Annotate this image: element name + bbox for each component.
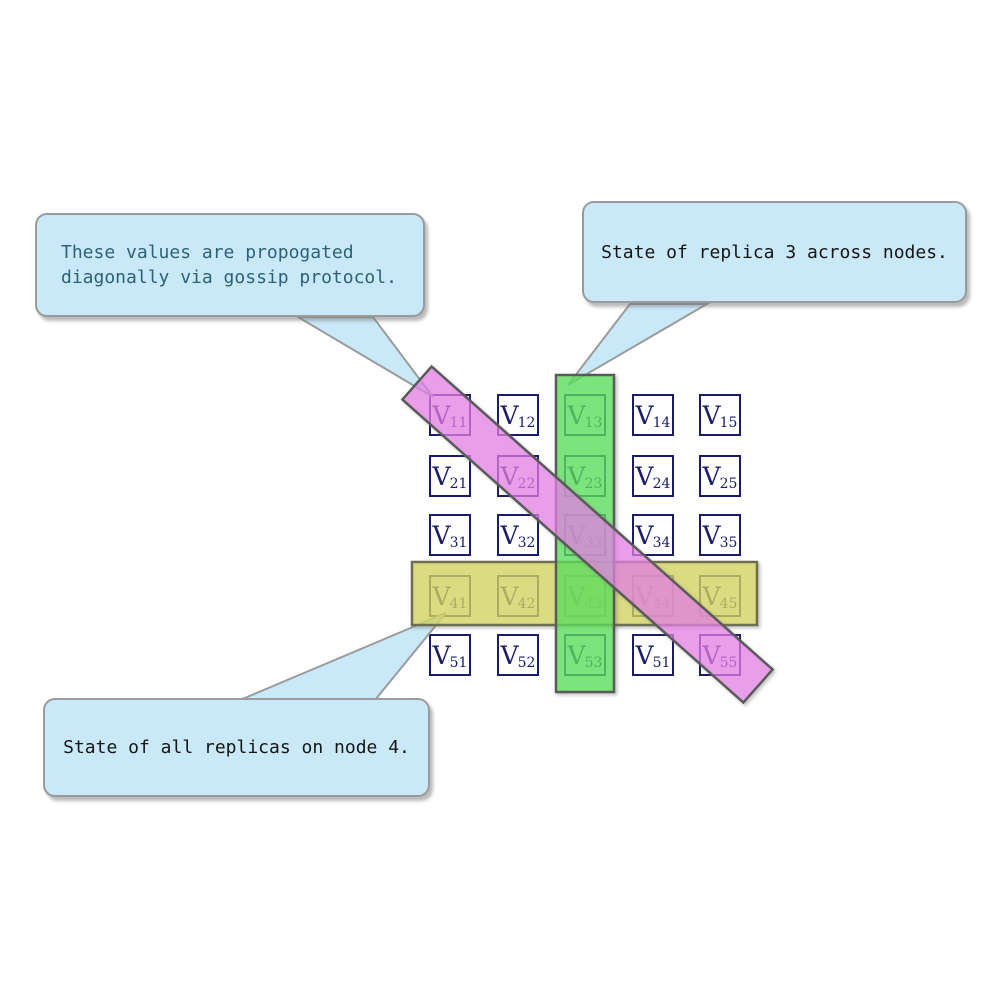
cell-symbol: V <box>432 400 451 430</box>
cell-subscript: 42 <box>517 596 536 612</box>
cell-subscript: 25 <box>719 476 738 492</box>
cell-symbol: V <box>567 640 586 670</box>
cell-subscript: 31 <box>449 535 468 551</box>
cell-subscript: 14 <box>652 415 671 431</box>
cell-symbol: V <box>567 461 586 491</box>
callout-node4-text: State of all replicas on node 4. <box>63 737 410 758</box>
cell-symbol: V <box>500 400 519 430</box>
cell-symbol: V <box>702 640 721 670</box>
callout-replica3: State of replica 3 across nodes. <box>582 201 967 303</box>
cell-subscript: 52 <box>517 655 536 671</box>
cell-symbol: V <box>500 640 519 670</box>
cell-subscript: 43 <box>584 596 603 612</box>
cell-symbol: V <box>635 400 654 430</box>
callout-gossip-text-line-2: diagonally via gossip protocol. <box>61 267 397 288</box>
cell-subscript: 45 <box>719 596 738 612</box>
cell-subscript: 15 <box>719 415 738 431</box>
cell-subscript: 23 <box>584 476 603 492</box>
cell-subscript: 41 <box>449 596 468 612</box>
cell-subscript: 24 <box>652 476 671 492</box>
cell-subscript: 21 <box>449 476 468 492</box>
callout-replica3-tail <box>567 303 711 386</box>
cell-subscript: 11 <box>449 415 468 431</box>
cell-symbol: V <box>702 461 721 491</box>
cell-subscript: 22 <box>517 476 536 492</box>
cell-symbol: V <box>635 461 654 491</box>
cell-symbol: V <box>635 581 654 611</box>
cell-subscript: 33 <box>584 535 603 551</box>
cell-symbol: V <box>702 400 721 430</box>
cell-subscript: 32 <box>517 535 536 551</box>
cell-subscript: 34 <box>652 535 671 551</box>
cell-symbol: V <box>567 520 586 550</box>
callout-gossip: These values are propogated diagonally v… <box>35 213 425 317</box>
cell-subscript: 55 <box>719 655 738 671</box>
cell-symbol: V <box>432 640 451 670</box>
cell-symbol: V <box>500 581 519 611</box>
cell-symbol: V <box>635 640 654 670</box>
cell-subscript: 35 <box>719 535 738 551</box>
callout-node4: State of all replicas on node 4. <box>43 698 430 797</box>
cell-subscript: 12 <box>517 415 536 431</box>
callout-gossip-text-line-1: These values are propogated <box>61 242 354 263</box>
cell-subscript: 51 <box>652 655 671 671</box>
callout-replica3-text: State of replica 3 across nodes. <box>601 241 948 263</box>
cell-subscript: 53 <box>584 655 603 671</box>
cell-symbol: V <box>432 461 451 491</box>
callout-gossip-tail <box>294 316 434 398</box>
callout-node4-tail <box>239 612 447 701</box>
cell-symbol: V <box>567 400 586 430</box>
cell-symbol: V <box>702 581 721 611</box>
cell-symbol: V <box>635 520 654 550</box>
cell-symbol: V <box>432 581 451 611</box>
cell-symbol: V <box>702 520 721 550</box>
cell-symbol: V <box>567 581 586 611</box>
cell-symbol: V <box>432 520 451 550</box>
cell-symbol: V <box>500 461 519 491</box>
cell-subscript: 51 <box>449 655 468 671</box>
cell-symbol: V <box>500 520 519 550</box>
cell-subscript: 13 <box>584 415 603 431</box>
cell-subscript: 44 <box>652 596 671 612</box>
